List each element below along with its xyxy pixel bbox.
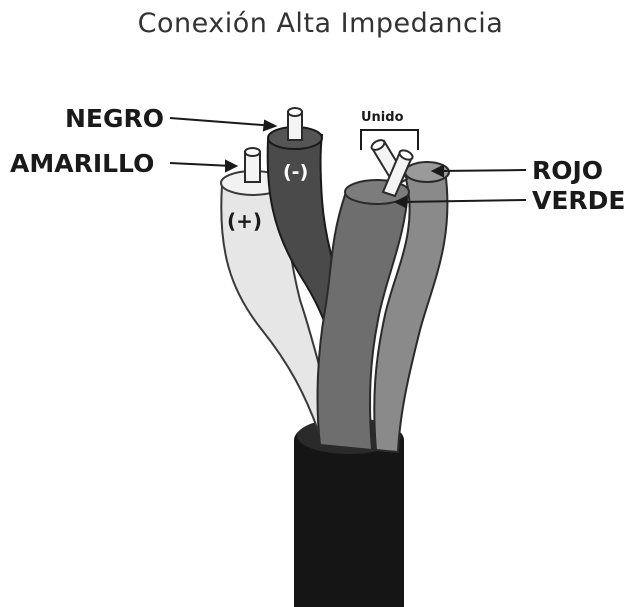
black-wire-label: NEGRO bbox=[65, 104, 164, 133]
red-wire-label: ROJO bbox=[532, 156, 603, 185]
red-wire bbox=[373, 161, 450, 454]
green-wire-label: VERDE bbox=[532, 186, 626, 215]
joined-label: Unido bbox=[361, 110, 404, 125]
joined-bracket bbox=[360, 129, 419, 150]
positive-mark: (+) bbox=[227, 209, 262, 233]
page-title: Conexión Alta Impedancia bbox=[137, 8, 504, 39]
negative-mark: (-) bbox=[283, 161, 308, 183]
leader-lines bbox=[169, 117, 527, 209]
yellow-wire-label: AMARILLO bbox=[10, 149, 154, 178]
joined-conductors bbox=[370, 139, 414, 198]
